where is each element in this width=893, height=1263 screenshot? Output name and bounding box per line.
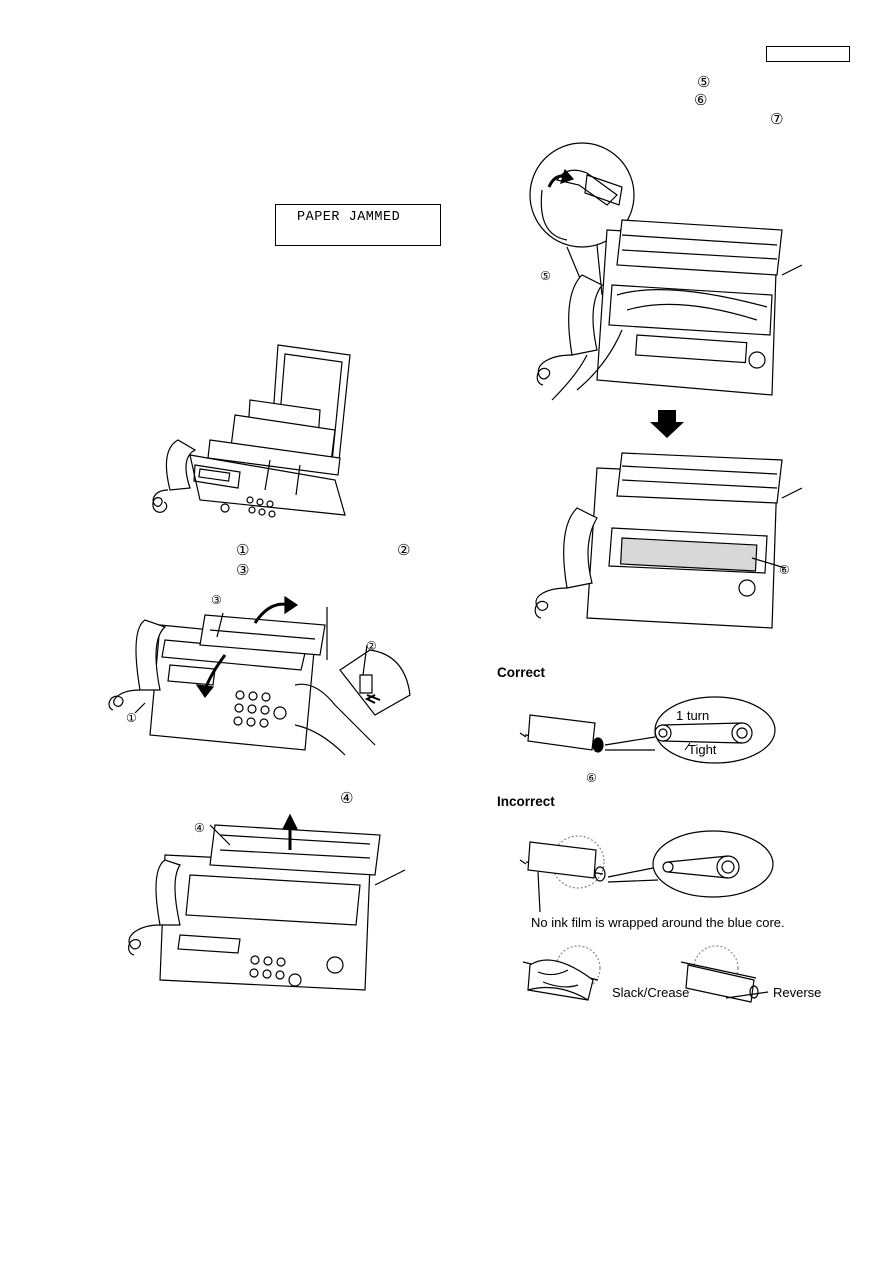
fax-film-loaded-illustration <box>527 448 802 633</box>
incorrect-heading: Incorrect <box>497 794 555 809</box>
callout-2: ② <box>366 639 377 653</box>
correct-turn-label: 1 turn <box>676 708 710 723</box>
incorrect-reverse-illustration <box>676 940 771 1015</box>
reverse-label: Reverse <box>773 985 822 1000</box>
correct-tight-label: Tight <box>688 742 717 757</box>
fax-lift-roller-illustration <box>120 815 400 1005</box>
lcd-message: PAPER JAMMED <box>297 210 401 225</box>
callout-6-correct: ⑥ <box>586 771 597 785</box>
incorrect-no-film-illustration <box>518 832 778 912</box>
fax-paper-tray-illustration <box>150 340 360 525</box>
correct-film-roll-illustration <box>520 695 775 765</box>
callout-5: ⑤ <box>540 269 551 283</box>
callout-1: ① <box>126 711 137 725</box>
step-marker-6: ⑥ <box>694 91 708 109</box>
fax-open-cover-illustration <box>105 595 415 770</box>
lcd-display: PAPER JAMMED <box>275 204 441 246</box>
callout-4: ④ <box>194 821 205 835</box>
incorrect-slack-illustration <box>518 940 608 1015</box>
model-number-box <box>766 46 850 62</box>
step-marker-2: ② <box>397 541 411 559</box>
step-marker-7: ⑦ <box>770 110 784 128</box>
callout-3: ③ <box>211 593 222 607</box>
fax-wind-film-illustration <box>527 135 802 400</box>
step-marker-5: ⑤ <box>697 73 711 91</box>
correct-heading: Correct <box>497 665 546 680</box>
step-marker-3: ③ <box>236 561 250 579</box>
step-marker-1: ① <box>236 541 250 559</box>
down-arrow-icon <box>650 410 684 438</box>
slack-crease-label: Slack/Crease <box>612 985 690 1000</box>
step-marker-4: ④ <box>340 789 354 807</box>
no-film-caption: No ink film is wrapped around the blue c… <box>531 915 785 930</box>
callout-6-loaded: ⑥ <box>779 563 790 577</box>
